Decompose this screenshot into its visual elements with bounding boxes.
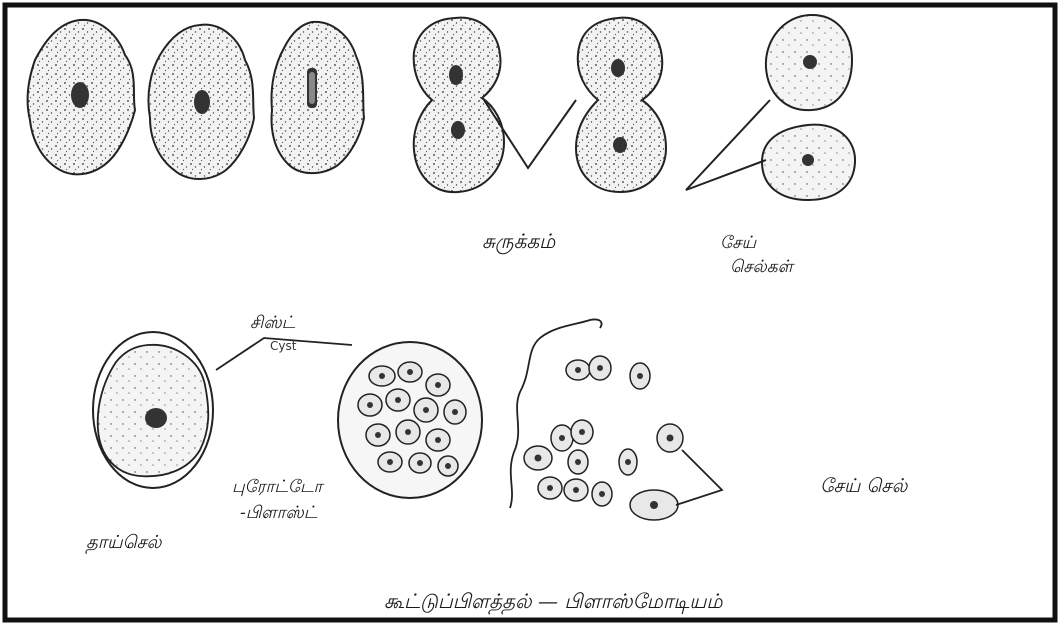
amoeba-cell-dividing-1 bbox=[414, 18, 504, 192]
mother-cell-in-cyst bbox=[93, 332, 213, 488]
label-protoplast-line2: -பிளாஸ்ட் bbox=[240, 503, 318, 523]
label-binary-fission: சுருக்கம் bbox=[482, 229, 556, 255]
label-cyst-tamil: சிஸ்ட் bbox=[250, 313, 296, 333]
cyst-with-protoplasts bbox=[338, 342, 482, 498]
label-daughter-cells-line2: செல்கள் bbox=[730, 257, 796, 277]
amoeba-cell-stage-2 bbox=[148, 25, 254, 179]
label-daughter-cells-line1: சேய் bbox=[720, 233, 757, 253]
daughter-cell-upper bbox=[766, 15, 852, 110]
label-cyst-english: Cyst bbox=[270, 339, 297, 353]
label-daughter-cell-bottom: சேய் செல் bbox=[820, 475, 909, 497]
label-protoplast-line1: புரோட்டோ bbox=[232, 477, 325, 497]
label-mother-cell: தாய்செல் bbox=[85, 532, 163, 554]
caption-multiple-fission: கூட்டுப்பிளத்தல் — பிளாஸ்மோடியம் bbox=[384, 589, 723, 615]
daughter-cell-lower bbox=[762, 125, 855, 200]
amoeba-cell-stage-3 bbox=[272, 22, 365, 173]
